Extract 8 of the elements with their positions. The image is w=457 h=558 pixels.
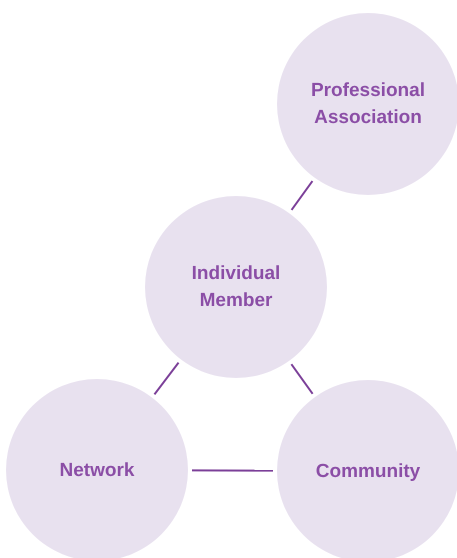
connector-line xyxy=(290,364,314,394)
connector-line xyxy=(154,362,180,395)
node-label: Community xyxy=(316,460,420,484)
connector-line xyxy=(290,180,314,211)
node-label: Individual Member xyxy=(190,262,282,313)
node-label: Professional Association xyxy=(310,79,426,130)
node-label: Network xyxy=(60,458,134,482)
connector-line xyxy=(192,469,273,472)
